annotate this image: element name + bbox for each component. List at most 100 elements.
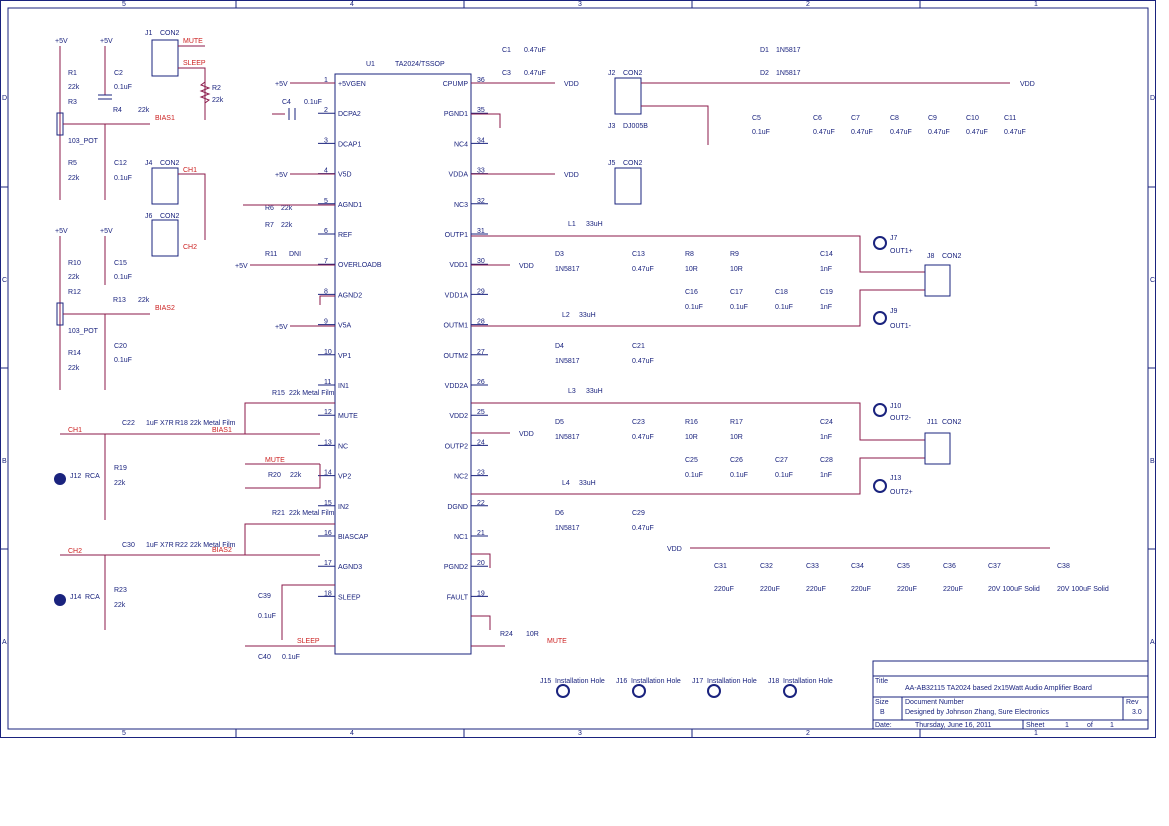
r5-ref: R5 xyxy=(68,160,77,167)
c1-ref: C1 xyxy=(502,47,511,54)
chip-right-pin-number: 33 xyxy=(477,168,485,175)
c17-ref: C17 xyxy=(730,289,743,296)
rev-value: 3.0 xyxy=(1132,709,1142,716)
ch1-net-1: CH1 xyxy=(183,167,197,174)
chip-right-pin-number: 29 xyxy=(477,288,485,295)
c20-val: 0.1uF xyxy=(114,357,132,364)
c39-ref: C39 xyxy=(258,593,271,600)
installation-holes: J15 Installation Hole J16 Installation H… xyxy=(540,678,833,698)
r24-ref: R24 xyxy=(500,631,513,638)
r20-val: 22k xyxy=(290,472,302,479)
c18-ref: C18 xyxy=(775,289,788,296)
p5v-label-2: +5V xyxy=(100,38,113,45)
mute-net-3: MUTE xyxy=(547,638,567,645)
j9-label: OUT1- xyxy=(890,323,912,330)
r19-ref: R19 xyxy=(114,465,127,472)
mute-net-2: MUTE xyxy=(265,457,285,464)
r18-val: 22k Metal Film xyxy=(190,420,236,427)
chip-left-pin-number: 17 xyxy=(324,560,332,567)
c33-ref: C33 xyxy=(806,563,819,570)
c36-ref: C36 xyxy=(943,563,956,570)
chip-u1: U1 TA2024/TSSOP 1+5VGEN2DCPA23DCAP14V5D5… xyxy=(318,61,488,655)
size-label: Size xyxy=(875,699,889,706)
row-B-right: B xyxy=(1150,458,1155,465)
chip-right-pin-name: VDD1 xyxy=(449,262,468,269)
c19-val: 1nF xyxy=(820,304,832,311)
j16-ref: J16 xyxy=(616,678,627,685)
c35-ref: C35 xyxy=(897,563,910,570)
row-B: B xyxy=(2,458,7,465)
d5-ref: D5 xyxy=(555,419,564,426)
d3-ref: D3 xyxy=(555,251,564,258)
j11-part: CON2 xyxy=(942,419,962,426)
chip-left-pin-number: 11 xyxy=(324,379,331,386)
chip-right-pin-number: 36 xyxy=(477,77,485,84)
docnum-label: Document Number xyxy=(905,699,964,706)
row-A: A xyxy=(2,639,7,646)
chip-right-pin-name: NC3 xyxy=(454,202,468,209)
j17-ref: J17 xyxy=(692,678,703,685)
vdd-label-1: VDD xyxy=(564,81,579,88)
c21-ref: C21 xyxy=(632,343,645,350)
c18-val: 0.1uF xyxy=(775,304,793,311)
c24-val: 1nF xyxy=(820,434,832,441)
r1-ref: R1 xyxy=(68,70,77,77)
c25-ref: C25 xyxy=(685,457,698,464)
d1-ref: D1 xyxy=(760,47,769,54)
c10-val: 0.47uF xyxy=(966,129,988,136)
j4-part: CON2 xyxy=(160,160,180,167)
j18-label: Installation Hole xyxy=(783,678,833,685)
chip-left-pin-name: V5A xyxy=(338,323,352,330)
c29-ref: C29 xyxy=(632,510,645,517)
chip-left-pin-name: AGND3 xyxy=(338,564,362,571)
j3-ref: J3 xyxy=(608,123,616,130)
chip-left-pin-number: 6 xyxy=(324,228,328,235)
j7-ref: J7 xyxy=(890,235,898,242)
p5v-label-5: +5V xyxy=(275,81,288,88)
r2-val: 22k xyxy=(212,97,224,104)
c20-ref: C20 xyxy=(114,343,127,350)
chip-left-pin-name: VP1 xyxy=(338,353,351,360)
c27-val: 0.1uF xyxy=(775,472,793,479)
d2-ref: D2 xyxy=(760,70,769,77)
c26-val: 0.1uF xyxy=(730,472,748,479)
j15-ref: J15 xyxy=(540,678,551,685)
vdd-label-3: VDD xyxy=(519,263,534,270)
chip-left-pin-name: OVERLOADB xyxy=(338,262,382,269)
chip-right-pin-number: 25 xyxy=(477,409,485,416)
chip-left-pin-number: 8 xyxy=(324,288,328,295)
bias1-net-2: BIAS1 xyxy=(212,427,232,434)
r22-ref: R22 xyxy=(175,542,188,549)
r17-ref: R17 xyxy=(730,419,743,426)
c37-val: 20V 100uF Solid xyxy=(988,586,1040,593)
j4-ref: J4 xyxy=(145,160,153,167)
chip-right-pin-name: NC4 xyxy=(454,141,468,148)
c39-val: 0.1uF xyxy=(258,613,276,620)
d6-val: 1N5817 xyxy=(555,525,580,532)
title-block: Title AA-AB32115 TA2024 based 2x15Watt A… xyxy=(872,660,1149,730)
j14-part: RCA xyxy=(85,594,100,601)
col-1-bottom: 1 xyxy=(1034,730,1038,737)
c35-val: 220uF xyxy=(897,586,917,593)
chip-right-pin-name: VDD2 xyxy=(449,413,468,420)
l1-ref: L1 xyxy=(568,221,576,228)
chip-left-pin-name: VP2 xyxy=(338,474,351,481)
c13-ref: C13 xyxy=(632,251,645,258)
chip-left-pin-name: IN2 xyxy=(338,504,349,511)
c29-val: 0.47uF xyxy=(632,525,654,532)
c32-ref: C32 xyxy=(760,563,773,570)
chip-right-pin-name: OUTP2 xyxy=(445,443,468,450)
vdd-label-4: VDD xyxy=(519,431,534,438)
c14-ref: C14 xyxy=(820,251,833,258)
d1-val: 1N5817 xyxy=(776,47,801,54)
j12-part: RCA xyxy=(85,473,100,480)
j10-ref: J10 xyxy=(890,403,901,410)
chip-left-pin-name: NC xyxy=(338,443,348,450)
r18-ref: R18 xyxy=(175,420,188,427)
c36-val: 220uF xyxy=(943,586,963,593)
c38-val: 20V 100uF Solid xyxy=(1057,586,1109,593)
j5-ref: J5 xyxy=(608,160,616,167)
chip-left-pin-name: DCPA2 xyxy=(338,111,361,118)
r7-val: 22k xyxy=(281,222,293,229)
chip-right-pin-number: 22 xyxy=(477,500,485,507)
